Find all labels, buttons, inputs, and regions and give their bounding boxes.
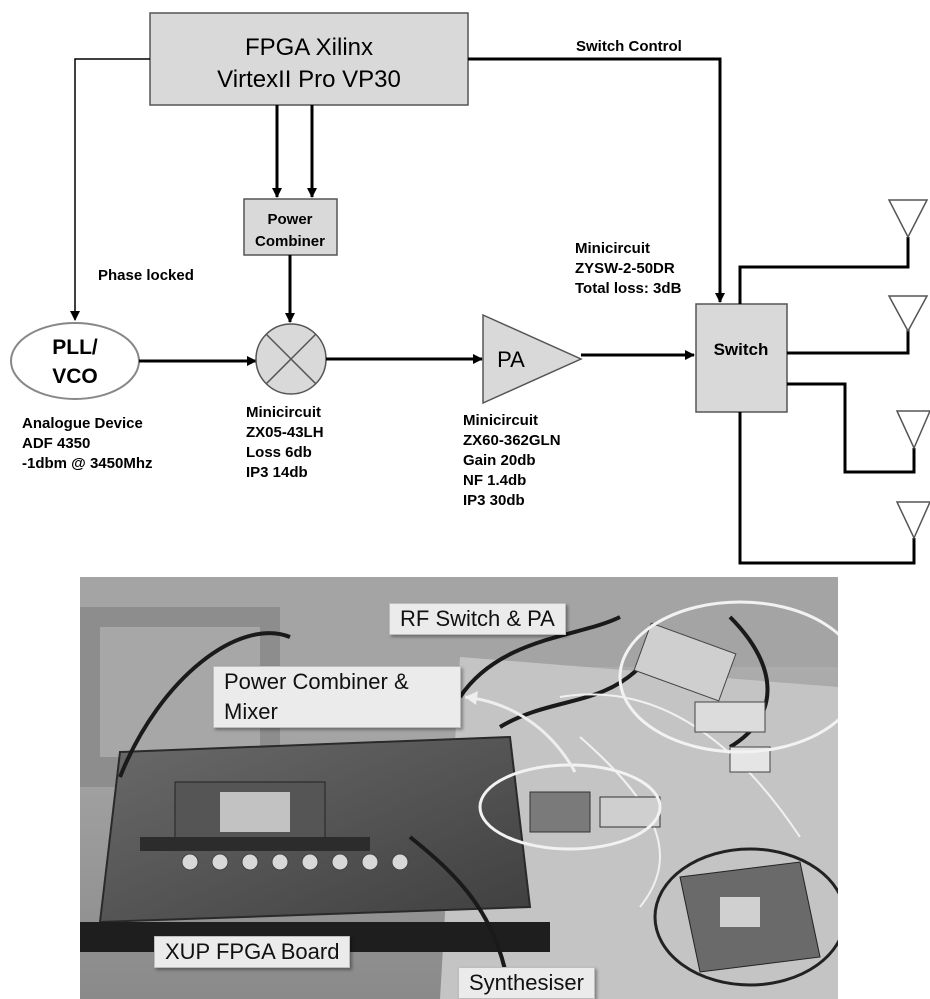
- callout-xup-fpga-board-text: XUP FPGA Board: [165, 939, 339, 964]
- callout-power-combiner-text-2: Mixer: [224, 697, 450, 727]
- antenna-feed-1: [740, 237, 908, 304]
- callout-synthesiser-text: Synthesiser: [469, 970, 584, 995]
- switch-caption-1: Minicircuit: [575, 240, 650, 257]
- antenna-feed-3: [787, 384, 914, 472]
- pll-caption-2: ADF 4350: [22, 435, 90, 452]
- pa-caption-3: Gain 20db: [463, 452, 536, 469]
- mixer-caption-2: ZX05-43LH: [246, 424, 324, 441]
- mixer-symbol: [256, 324, 326, 394]
- switch-caption-3: Total loss: 3dB: [575, 280, 682, 297]
- callout-rf-switch-pa-text: RF Switch & PA: [400, 606, 555, 631]
- callout-power-combiner-mixer: Power Combiner & Mixer: [213, 666, 461, 728]
- switch-control-label: Switch Control: [576, 38, 682, 55]
- pa-caption-1: Minicircuit: [463, 412, 538, 429]
- pa-caption-4: NF 1.4db: [463, 472, 526, 489]
- antenna-icon: [897, 502, 930, 538]
- hardware-photo: RF Switch & PA Power Combiner & Mixer XU…: [80, 577, 838, 999]
- antenna-icon: [889, 296, 927, 331]
- switch-block: Switch: [696, 304, 787, 412]
- pa-caption-2: ZX60-362GLN: [463, 432, 561, 449]
- pa-label: PA: [497, 347, 525, 372]
- antenna-feed-2: [787, 330, 908, 353]
- pa-amplifier: PA: [483, 315, 581, 403]
- callout-rf-switch-pa: RF Switch & PA: [389, 603, 566, 635]
- pll-caption-1: Analogue Device: [22, 415, 143, 432]
- pll-label-line1: PLL/: [52, 336, 98, 359]
- fpga-title-line1: FPGA Xilinx: [245, 34, 373, 61]
- power-combiner-line2: Combiner: [255, 233, 325, 250]
- block-diagram: FPGA Xilinx VirtexII Pro VP30 Switch Con…: [0, 0, 930, 570]
- callout-synthesiser: Synthesiser: [458, 967, 595, 999]
- callout-power-combiner-text-1: Power Combiner &: [224, 667, 450, 697]
- pll-caption-3: -1dbm @ 3450Mhz: [22, 455, 153, 472]
- pll-label-line2: VCO: [52, 365, 98, 388]
- power-combiner-block: Power Combiner: [244, 199, 337, 255]
- switch-caption-2: ZYSW-2-50DR: [575, 260, 675, 277]
- phase-locked-label: Phase locked: [98, 267, 194, 284]
- mixer-caption-1: Minicircuit: [246, 404, 321, 421]
- antenna-icon: [889, 200, 927, 237]
- fpga-block: FPGA Xilinx VirtexII Pro VP30: [150, 13, 468, 105]
- mixer-caption-4: IP3 14db: [246, 464, 308, 481]
- antenna-icon: [897, 411, 930, 448]
- mixer-caption-3: Loss 6db: [246, 444, 312, 461]
- callout-xup-fpga-board: XUP FPGA Board: [154, 936, 350, 968]
- switch-label: Switch: [714, 340, 769, 359]
- antenna-feed-4: [740, 412, 914, 563]
- power-combiner-line1: Power: [267, 211, 312, 228]
- pll-vco-block: PLL/ VCO: [11, 323, 139, 399]
- pa-caption-5: IP3 30db: [463, 492, 525, 509]
- fpga-title-line2: VirtexII Pro VP30: [217, 66, 401, 93]
